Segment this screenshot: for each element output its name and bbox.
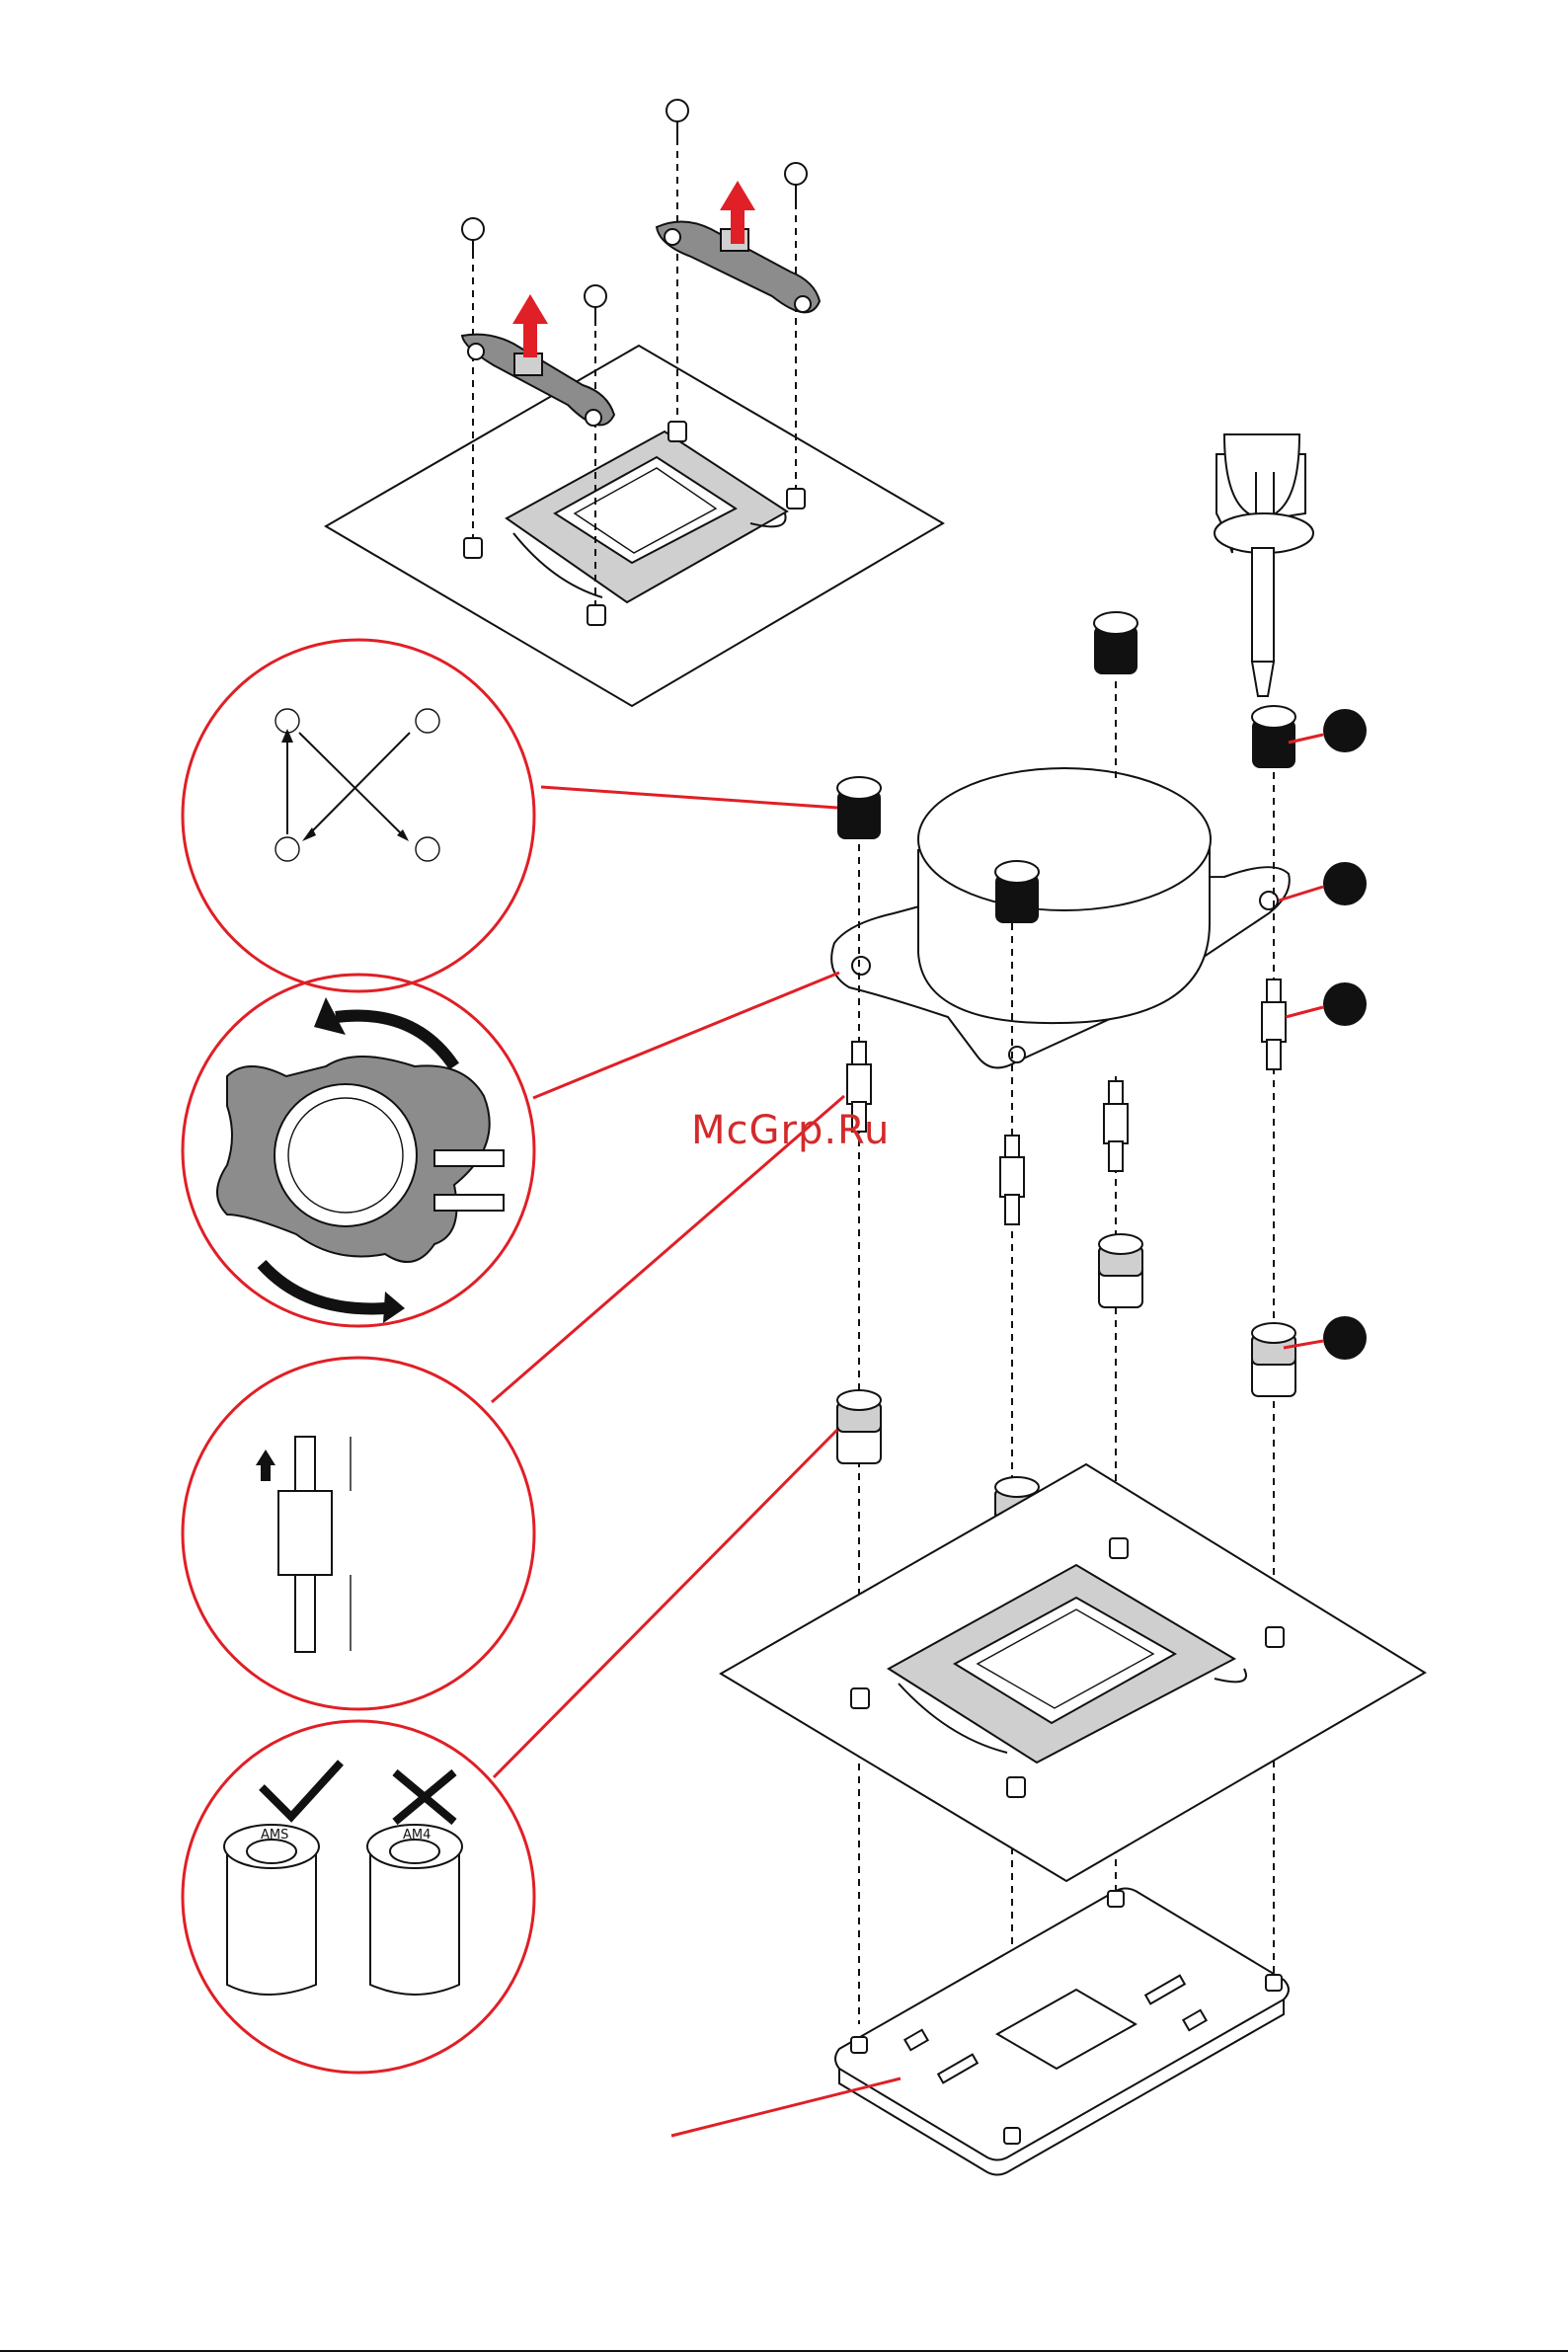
rotate-arrow-bottom-icon [262,1264,385,1308]
screw-head-1 [462,218,484,240]
step-marker-1 [1323,709,1367,752]
top-screws [462,100,807,326]
lower-standoff-1 [851,1688,869,1708]
knurled-nut-4 [1252,1323,1295,1396]
top-standoff-4 [787,489,805,509]
cooler-nut-2 [995,861,1039,923]
knurled-nut-1 [837,1390,881,1463]
watermark-text: McGrp.Ru [691,1108,890,1153]
callout-standoff-orientation [183,1358,534,1709]
correct-knob: AMS [224,1825,319,1995]
cooler-pump-block [831,768,1290,1067]
knurled-nut-3 [1099,1234,1142,1307]
lower-standoff-4 [1266,1627,1284,1647]
screw-head-2 [585,285,606,307]
incorrect-knob-label: AM4 [403,1828,431,1842]
standoff-mid-3 [1104,1081,1128,1171]
standoff-mid-4 [1262,980,1286,1069]
top-standoff-3 [668,422,686,441]
screw-head-4 [785,163,807,185]
top-standoff-1 [464,538,482,558]
screwdriver-icon [1215,434,1313,696]
cooler-nut-4 [1252,706,1295,768]
cooler-nut-3 [1094,612,1137,674]
step-marker-3 [1323,982,1367,1026]
incorrect-knob: AM4 [367,1825,462,1995]
callout-knob-comparison: AMS AM4 [183,1721,534,2073]
screw-head-3 [666,100,688,121]
lower-standoff-2 [1007,1777,1025,1797]
top-standoff-2 [588,605,605,625]
backplate [835,1889,1289,2175]
cross-icon [395,1772,454,1822]
lower-motherboard-assembly [721,1464,1425,1881]
step-marker-2 [1323,862,1367,905]
correct-knob-label: AMS [261,1828,288,1842]
standoff-mid-2 [1000,1136,1024,1224]
callout-rotate-bracket [183,975,534,1326]
callout-tightening-order [183,640,534,991]
cooler-top-cap [918,768,1211,910]
lower-standoff-3 [1110,1538,1128,1558]
checkmark-icon [262,1763,341,1817]
cooler-nut-1 [837,777,881,839]
step-marker-4 [1323,1316,1367,1360]
up-arrow-icon [256,1450,275,1465]
